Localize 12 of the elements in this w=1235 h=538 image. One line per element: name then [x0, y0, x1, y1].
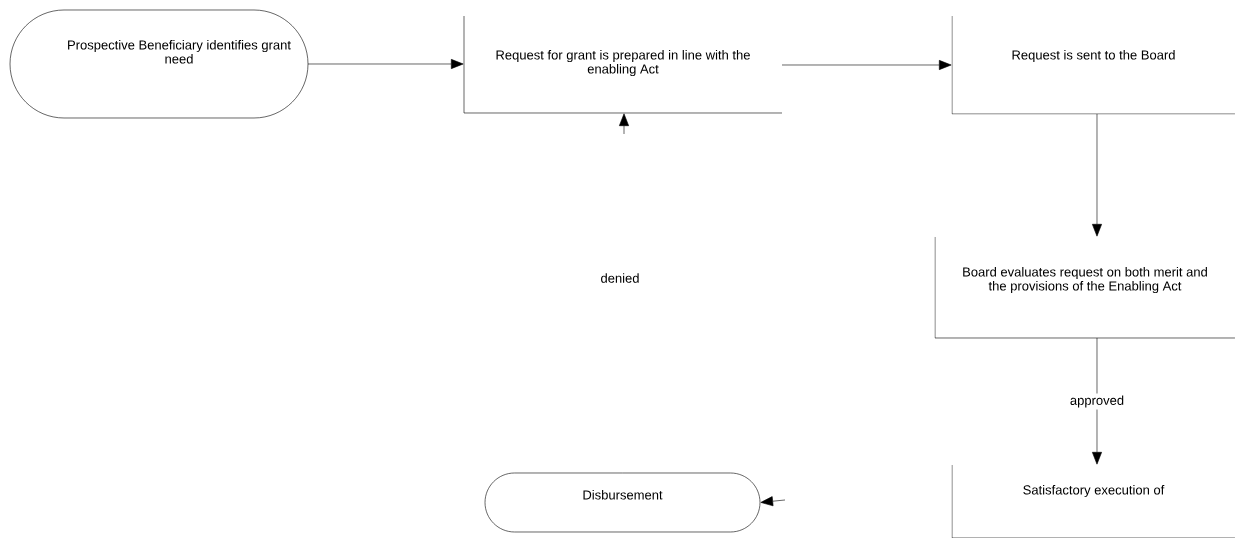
process-box: Request for grant is prepared in line with the enabling Act: [463, 15, 783, 114]
arrow: [619, 113, 629, 135]
arrow: [307, 59, 464, 69]
arrow: [760, 496, 786, 507]
edge-label: approved: [1067, 393, 1127, 410]
arrow: [1092, 337, 1102, 465]
process-box: Satisfactory execution of: [951, 464, 1235, 538]
process-box: Board evaluates request on both merit and the provisions of the Enabling Act: [934, 236, 1235, 339]
process-box: Request is sent to the Board: [951, 15, 1235, 115]
outcome-label: denied: [601, 273, 639, 283]
arrow: [781, 60, 952, 70]
arrow: [1092, 113, 1102, 237]
